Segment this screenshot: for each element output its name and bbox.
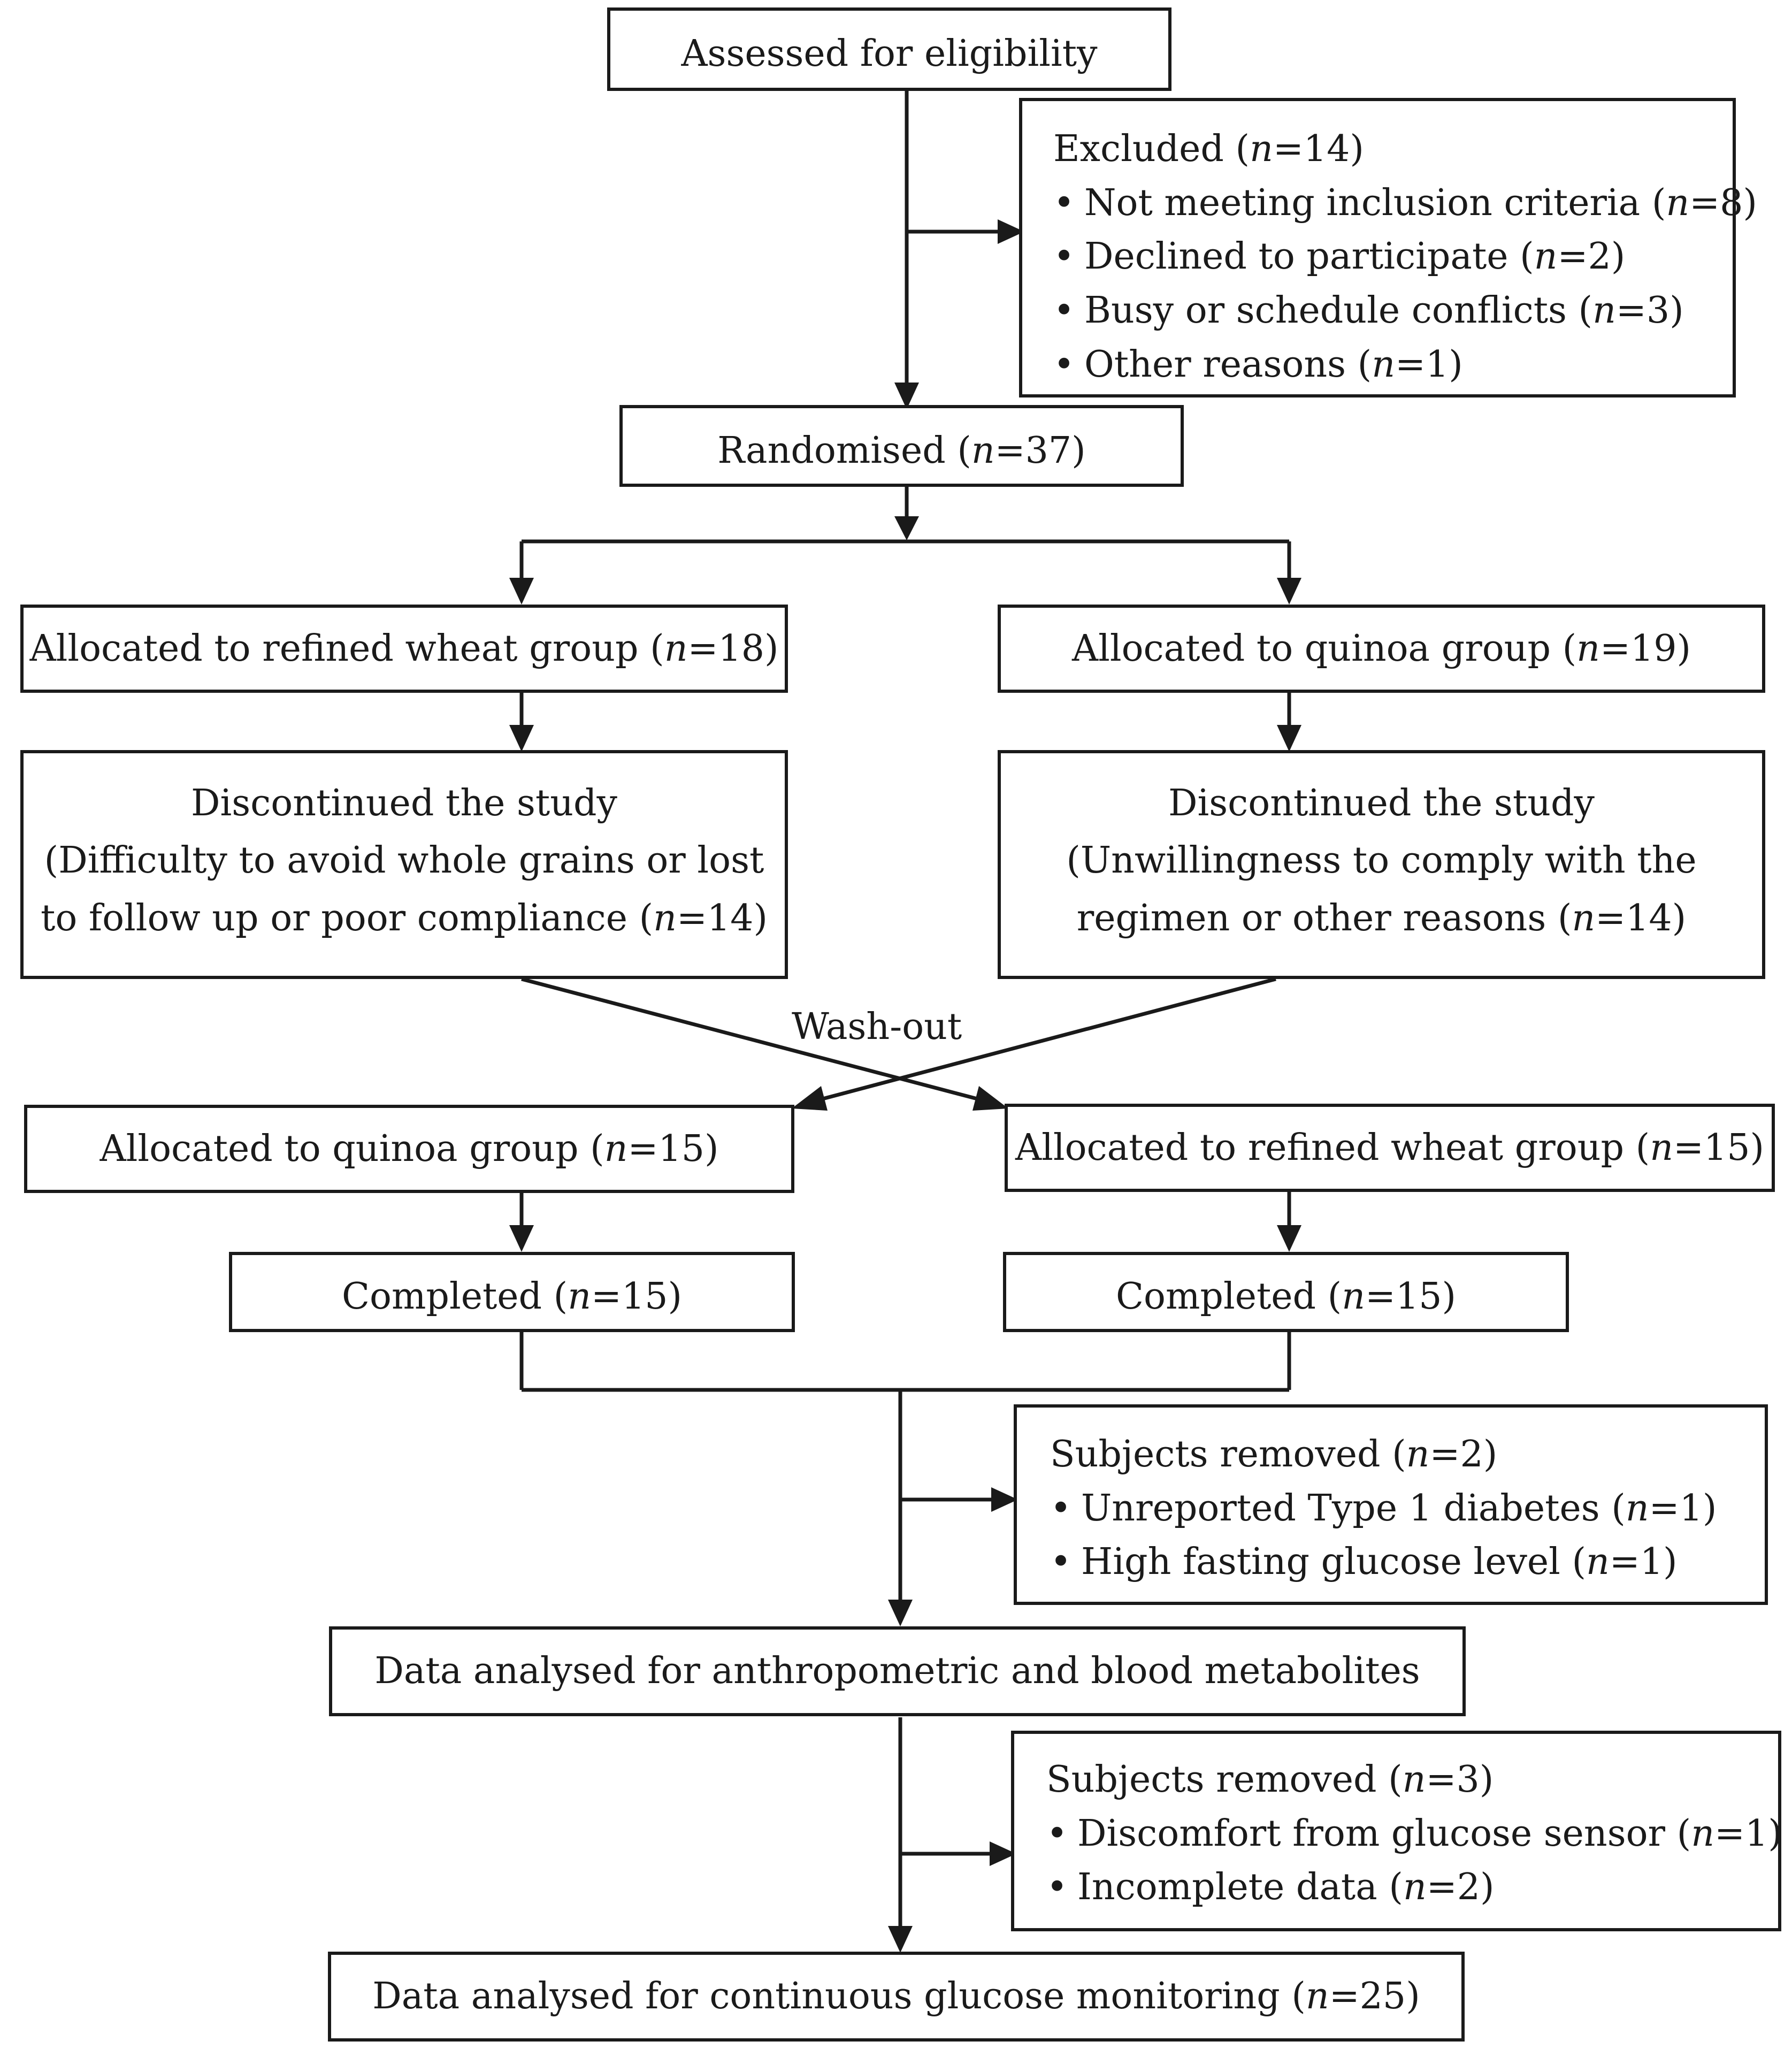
excluded-item: •Not meeting inclusion criteria (n=8) (1053, 177, 1757, 231)
removed1-title: Subjects removed (n=2) (1050, 1433, 1498, 1475)
excluded-item: •Busy or schedule conflicts (n=3) (1053, 284, 1684, 338)
removed1-box: Subjects removed (n=2) •Unreported Type … (1014, 1404, 1768, 1605)
right-discontinued-line: (Unwillingness to comply with the (1066, 839, 1697, 882)
right-discontinued-box: Discontinued the study (Unwillingness to… (998, 750, 1765, 979)
removed1-item: •High fasting glucose level (n=1) (1050, 1535, 1678, 1589)
arrowhead-excluded (998, 219, 1024, 244)
bullet-icon: • (1053, 289, 1075, 332)
right-completed-label: Completed (n=15) (1115, 1275, 1457, 1318)
bullet-icon: • (1050, 1541, 1072, 1584)
analysed2-label: Data analysed for continuous glucose mon… (372, 1975, 1420, 2018)
analysed1-box: Data analysed for anthropometric and blo… (329, 1626, 1466, 1716)
right-alloc1-label: Allocated to quinoa group (n=19) (1071, 627, 1691, 670)
arrowhead-analysed1 (888, 1600, 913, 1626)
bullet-icon: • (1050, 1487, 1072, 1530)
right-alloc1-box: Allocated to quinoa group (n=19) (998, 605, 1765, 693)
right-alloc2-label: Allocated to refined wheat group (n=15) (1015, 1126, 1765, 1169)
bullet-icon: • (1053, 235, 1075, 278)
analysed2-box: Data analysed for continuous glucose mon… (328, 1952, 1465, 2042)
arrowhead-right-alloc1 (1277, 578, 1301, 605)
right-discontinued-line: regimen or other reasons (n=14) (1076, 897, 1687, 939)
left-alloc2-label: Allocated to quinoa group (n=15) (99, 1127, 719, 1170)
removed2-item: •Discomfort from glucose sensor (n=1) (1046, 1807, 1782, 1861)
arrowhead-right-completed (1277, 1225, 1301, 1252)
arrowhead-analysed2 (888, 1926, 913, 1953)
arrowhead-cross-left (792, 1086, 828, 1111)
crossover-right-to-left (810, 977, 1276, 1104)
arrowhead-left-completed (509, 1225, 534, 1252)
left-alloc1-label: Allocated to refined wheat group (n=18) (29, 627, 779, 670)
randomised-label: Randomised (n=37) (717, 429, 1086, 472)
bullet-icon: • (1046, 1812, 1068, 1855)
left-completed-box: Completed (n=15) (229, 1252, 795, 1332)
arrowhead-left-alloc1 (509, 578, 534, 605)
removed1-item: •Unreported Type 1 diabetes (n=1) (1050, 1482, 1717, 1536)
bullet-icon: • (1053, 343, 1075, 386)
removed2-title: Subjects removed (n=3) (1046, 1759, 1494, 1801)
left-alloc2-box: Allocated to quinoa group (n=15) (24, 1105, 794, 1193)
arrowhead-cross-right (972, 1086, 1008, 1111)
left-alloc1-box: Allocated to refined wheat group (n=18) (20, 605, 788, 693)
arrowhead-left-disc (509, 725, 534, 752)
crossover-left-to-right (521, 977, 990, 1104)
removed2-item: •Incomplete data (n=2) (1046, 1861, 1495, 1915)
excluded-item: •Declined to participate (n=2) (1053, 230, 1625, 284)
left-discontinued-box: Discontinued the study (Difficulty to av… (20, 750, 788, 979)
analysed1-label: Data analysed for anthropometric and blo… (374, 1650, 1420, 1693)
arrowhead-randomised (894, 383, 919, 409)
right-alloc2-box: Allocated to refined wheat group (n=15) (1005, 1104, 1775, 1192)
left-completed-label: Completed (n=15) (341, 1275, 683, 1318)
arrowhead-removed1 (991, 1487, 1018, 1512)
bullet-icon: • (1053, 181, 1075, 224)
right-discontinued-title: Discontinued the study (1168, 782, 1595, 824)
right-completed-box: Completed (n=15) (1003, 1252, 1569, 1332)
left-discontinued-line: (Difficulty to avoid whole grains or los… (44, 839, 764, 882)
excluded-title: Excluded (n=14) (1053, 128, 1364, 170)
left-discontinued-line: to follow up or poor compliance (n=14) (41, 897, 768, 939)
washout-label: Wash-out (792, 1006, 962, 1048)
left-discontinued-title: Discontinued the study (191, 782, 617, 824)
randomised-box: Randomised (n=37) (619, 405, 1184, 487)
removed2-box: Subjects removed (n=3) •Discomfort from … (1011, 1731, 1782, 1931)
assessed-box: Assessed for eligibility (607, 7, 1171, 91)
arrowhead-right-disc (1277, 725, 1301, 752)
arrowhead-removed2 (990, 1841, 1016, 1866)
arrowhead-randomised-down (894, 516, 919, 540)
excluded-item: •Other reasons (n=1) (1053, 338, 1463, 392)
excluded-box: Excluded (n=14) •Not meeting inclusion c… (1019, 98, 1757, 397)
assessed-label: Assessed for eligibility (681, 33, 1098, 75)
bullet-icon: • (1046, 1866, 1068, 1909)
